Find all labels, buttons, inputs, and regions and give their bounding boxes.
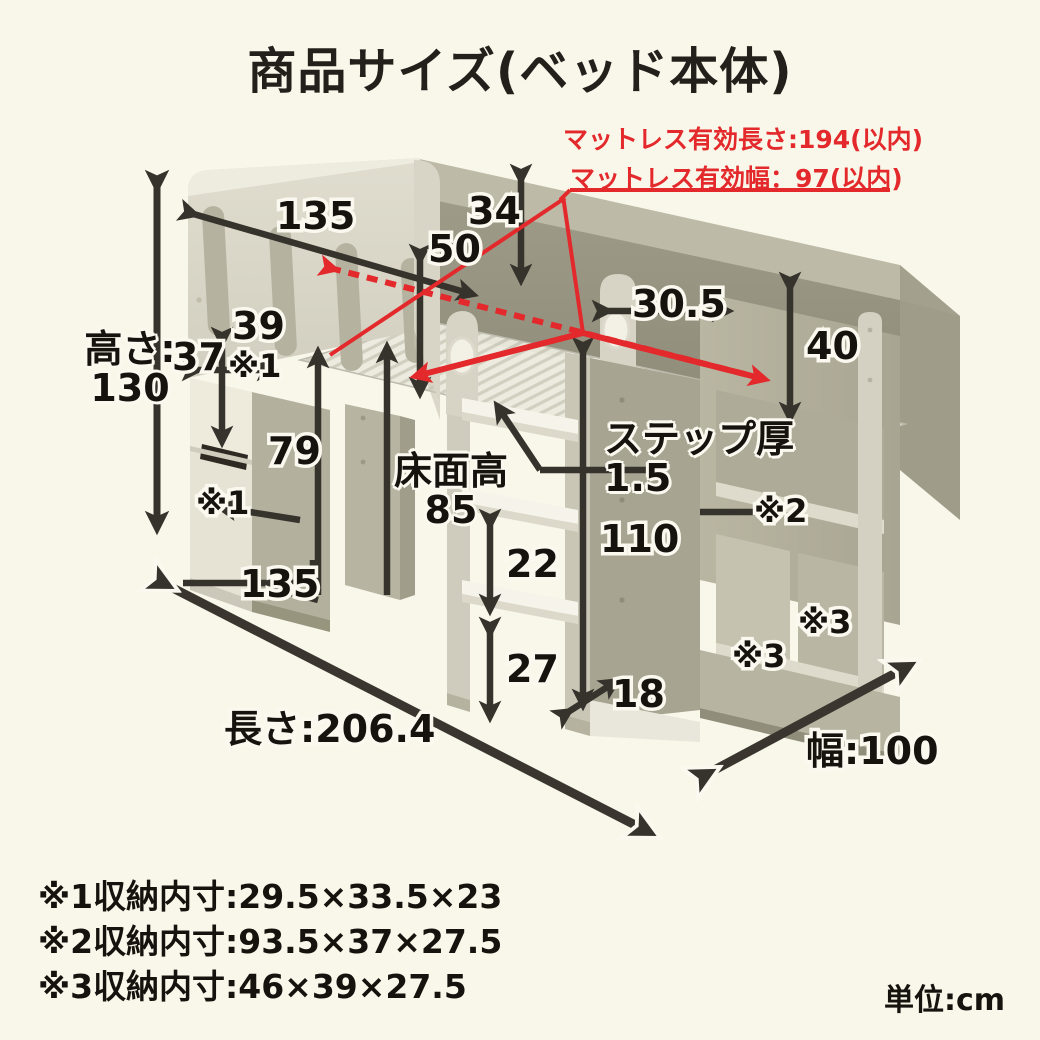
- footnote-3: ※3収納内寸:46×39×27.5: [38, 967, 467, 1006]
- mark-2: ※2: [750, 491, 810, 530]
- footnote-2: ※2収納内寸:93.5×37×27.5: [38, 922, 503, 961]
- page-title: 商品サイズ(ベッド本体): [247, 43, 793, 100]
- dim-headboard-34: 34: [465, 188, 525, 233]
- step-thickness-label: ステップ厚 1.5: [604, 420, 794, 498]
- dim-width-100: 幅:100: [803, 728, 943, 773]
- dim-18: 18: [609, 671, 669, 716]
- dim-110: 110: [596, 516, 682, 561]
- dim-22: 22: [503, 541, 563, 586]
- footnote-1: ※1収納内寸:29.5×33.5×23: [38, 877, 503, 916]
- overall-height-label: 高さ: 130: [70, 330, 190, 408]
- mark-1-upper: ※1: [224, 346, 284, 385]
- dim-27: 27: [503, 646, 563, 691]
- dim-40: 40: [803, 323, 863, 368]
- height-label-text: 高さ:: [84, 327, 176, 371]
- dim-length-206-4: 長さ:206.4: [220, 706, 438, 751]
- mark-3-right: ※3: [794, 602, 854, 641]
- dim-30-5: 30.5: [629, 281, 730, 326]
- dim-79: 79: [265, 428, 325, 473]
- mattress-width-note: マットレス有効幅：97(以内): [570, 164, 903, 193]
- dim-39: 39: [229, 303, 289, 348]
- floor-height-label: 床面高 85: [386, 452, 516, 530]
- dim-37: 37: [169, 334, 229, 379]
- mark-1-lower: ※1: [192, 483, 252, 522]
- floor-height-text: 床面高: [393, 449, 508, 493]
- mattress-length-note: マットレス有効長さ:194(以内): [563, 125, 924, 154]
- unit-label: 単位:cm: [884, 983, 1006, 1018]
- height-value-text: 130: [90, 365, 170, 410]
- mark-3-left: ※3: [728, 636, 788, 675]
- step-thickness-value: 1.5: [604, 455, 672, 500]
- step-thickness-text: ステップ厚: [604, 417, 795, 461]
- dim-lower-135: 135: [236, 561, 322, 606]
- dim-rail-length-135: 135: [272, 193, 358, 238]
- floor-height-value: 85: [424, 487, 478, 532]
- dim-rail-height-50: 50: [425, 226, 485, 271]
